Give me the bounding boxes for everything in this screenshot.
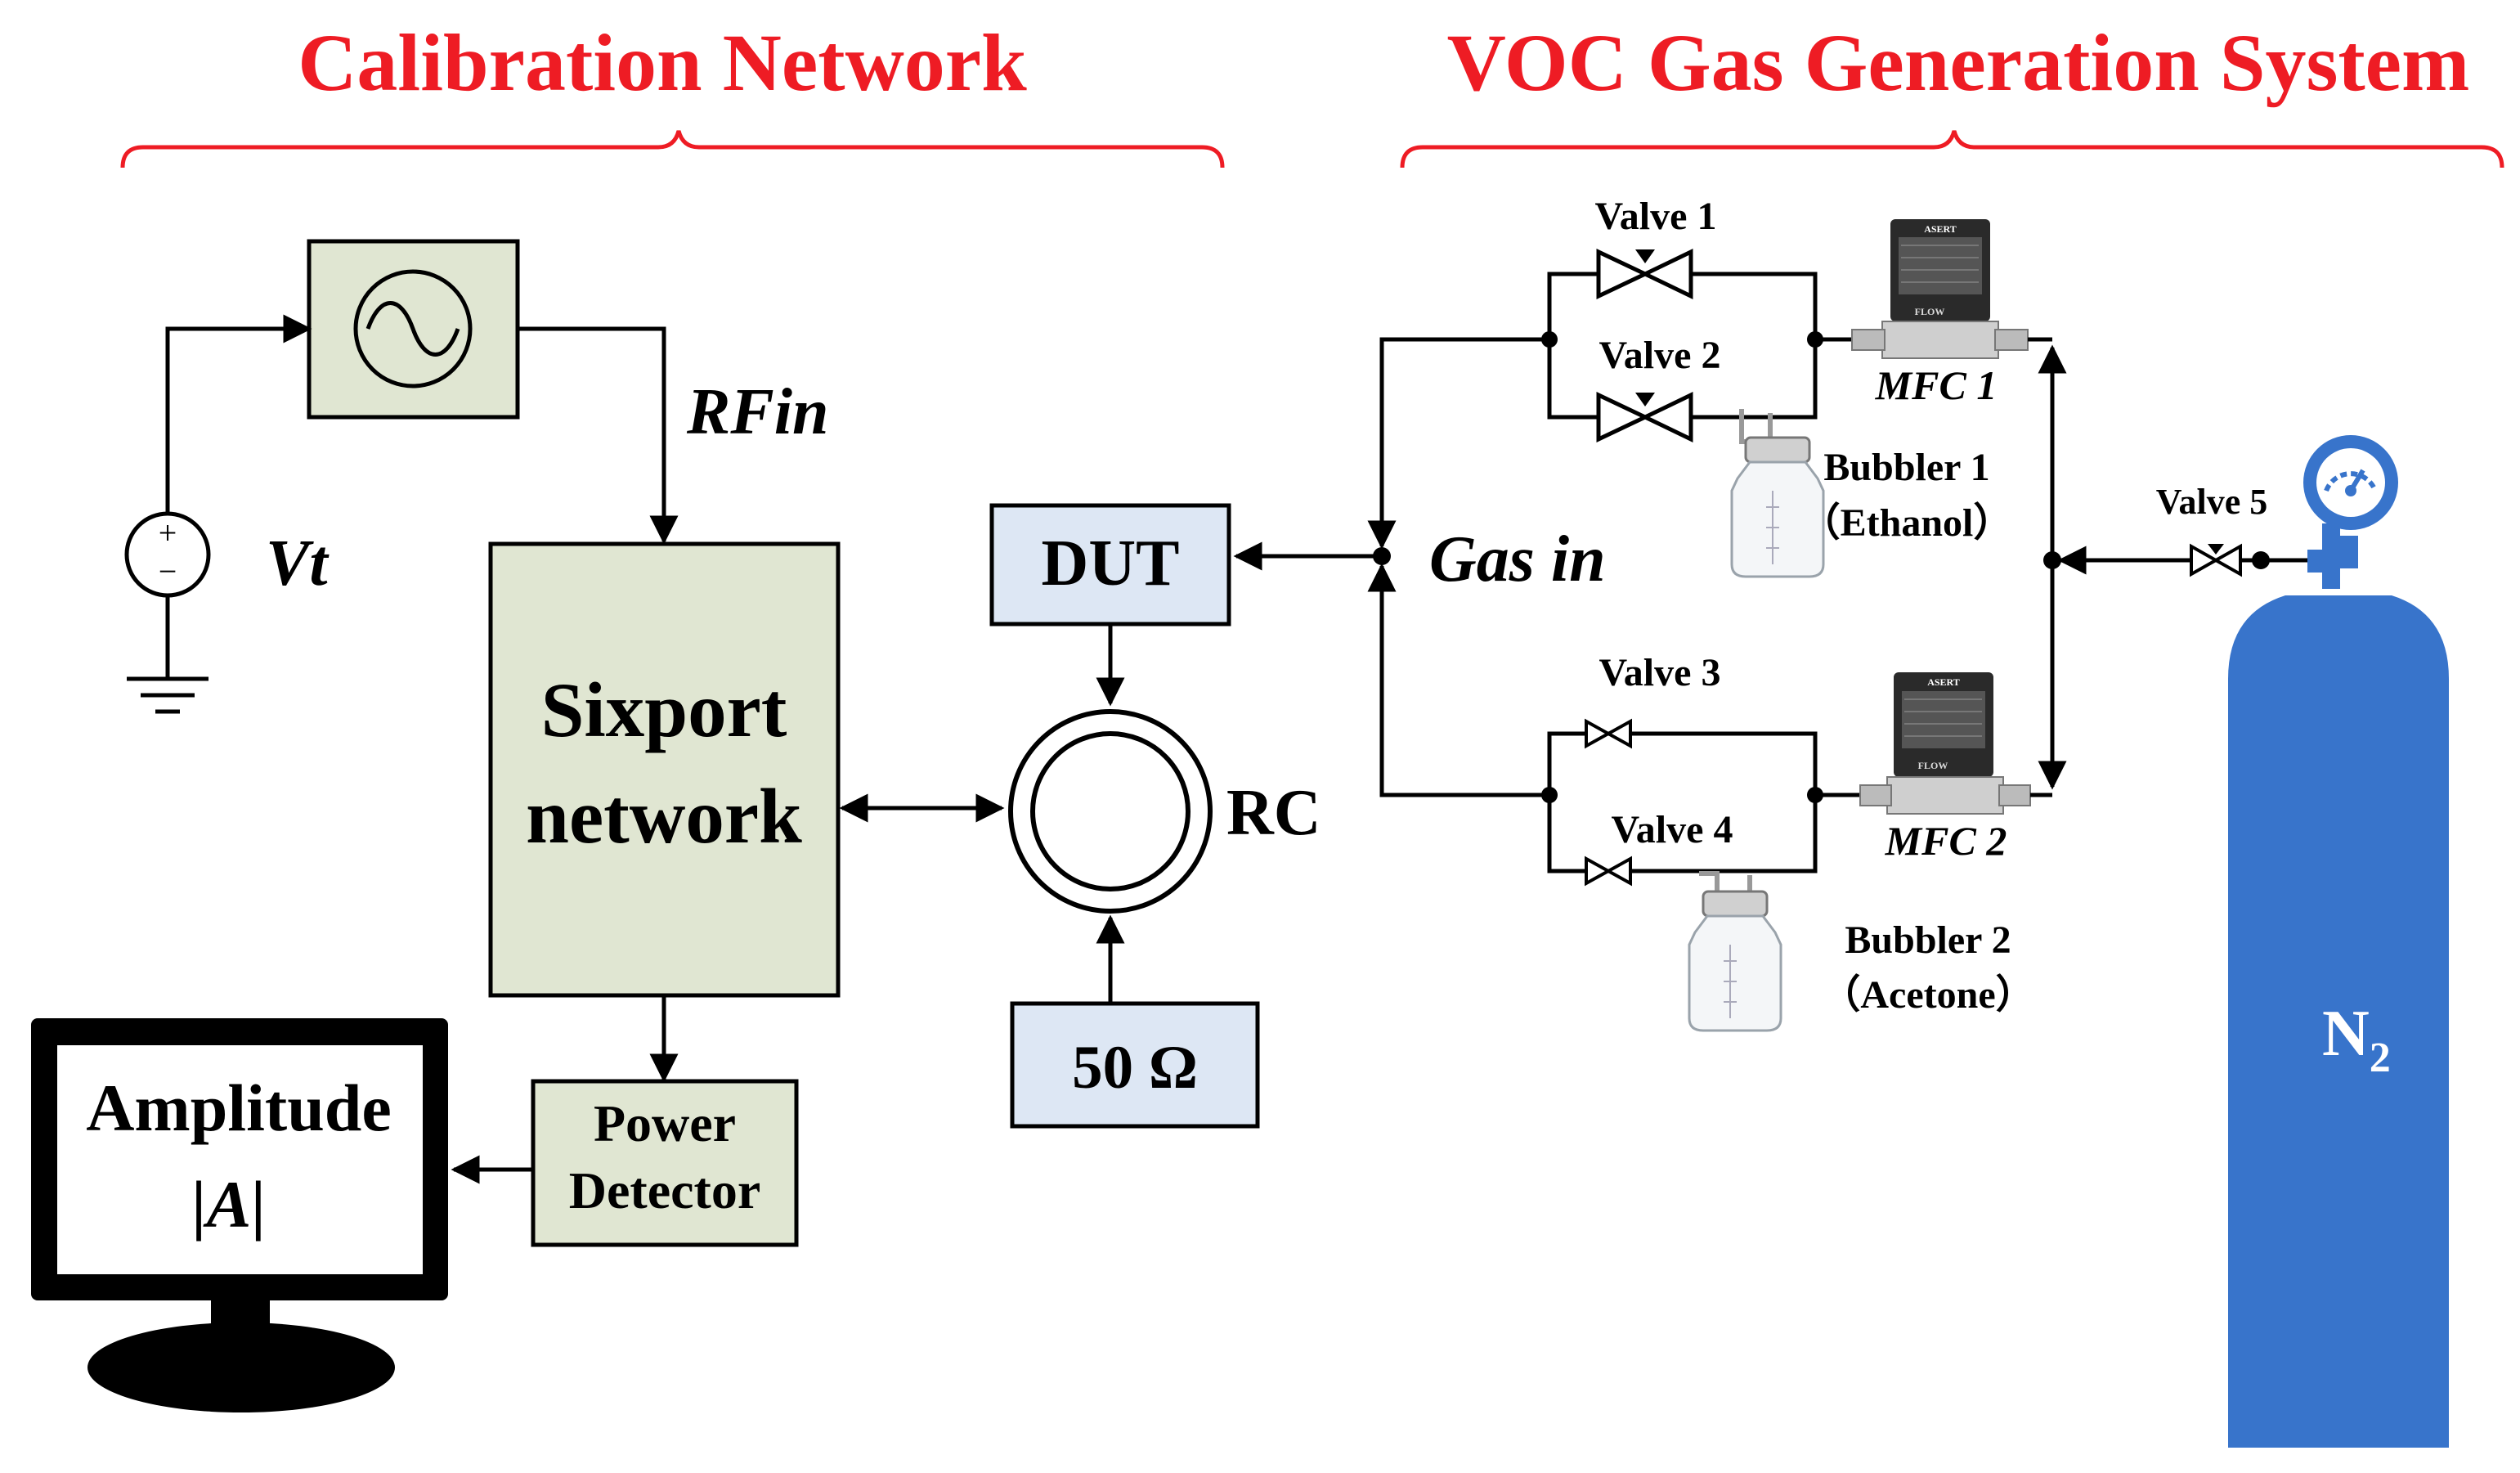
bubbler2-label: Bubbler 2 bbox=[1845, 918, 2011, 962]
bubbler1-liquid: （Ethanol） bbox=[1801, 501, 2013, 545]
mfc1-flow: FLOW bbox=[1915, 306, 1945, 317]
sixport-network-box bbox=[488, 541, 841, 998]
sine-source-icon bbox=[353, 269, 473, 388]
bubbler2-icon bbox=[1688, 871, 1782, 1032]
gas-junction-dot bbox=[1373, 547, 1391, 565]
valve3-icon bbox=[1585, 718, 1632, 749]
upper-gas-line bbox=[1367, 337, 1549, 550]
vt-label: Vt bbox=[266, 528, 330, 600]
rfin-label: RFin bbox=[686, 376, 828, 448]
bubbler1-label: Bubbler 1 bbox=[1823, 446, 1989, 489]
rc-label: RC bbox=[1226, 777, 1321, 849]
valve5-label: Valve 5 bbox=[2156, 482, 2268, 522]
valve4-label: Valve 4 bbox=[1612, 808, 1733, 851]
valve1-label: Valve 1 bbox=[1595, 195, 1717, 238]
n2-symbol: N bbox=[2322, 998, 2370, 1070]
power-label: Power bbox=[594, 1094, 736, 1152]
gas-in-label: Gas in bbox=[1429, 523, 1606, 595]
amplitude-value: |A| bbox=[192, 1167, 267, 1242]
monitor-screen bbox=[57, 1045, 423, 1274]
rc-inner-ring bbox=[1030, 731, 1190, 891]
source-minus: − bbox=[159, 553, 177, 590]
calibration-network-title: Calibration Network bbox=[298, 17, 1027, 108]
n2-label: N2 bbox=[2322, 998, 2391, 1081]
n2-cylinder bbox=[2228, 523, 2449, 1448]
vt-to-generator-wire bbox=[165, 314, 312, 514]
voc-system-title: VOC Gas Generation System bbox=[1447, 17, 2470, 108]
load-box bbox=[1010, 1001, 1260, 1129]
rc-outer-ring bbox=[1008, 709, 1213, 914]
dut-label: DUT bbox=[1042, 528, 1180, 600]
lower-gas-line bbox=[1367, 563, 1549, 797]
valve5-dot bbox=[2252, 551, 2270, 569]
power-detector-box bbox=[531, 1079, 799, 1247]
mfc2-icon: ASERT FLOW bbox=[1859, 672, 2031, 815]
calibration-brace bbox=[120, 130, 1225, 168]
load-label: 50 Ω bbox=[1072, 1034, 1198, 1102]
mfc1-brand: ASERT bbox=[1924, 223, 1957, 235]
source-plus: + bbox=[159, 514, 177, 551]
valve2-label: Valve 2 bbox=[1599, 334, 1721, 377]
valve1-icon bbox=[1596, 249, 1693, 299]
dut-box bbox=[989, 503, 1231, 626]
mfc2-brand: ASERT bbox=[1927, 676, 1960, 688]
valve3-label: Valve 3 bbox=[1599, 651, 1721, 694]
sixport-label: Sixport bbox=[541, 667, 787, 753]
network-label: network bbox=[526, 773, 802, 860]
valve3-line bbox=[1547, 731, 1818, 795]
voc-brace bbox=[1400, 130, 2504, 168]
ground-icon bbox=[127, 676, 209, 714]
rfin-wire bbox=[518, 326, 679, 545]
mfc1-label: MFC 1 bbox=[1875, 362, 1998, 408]
mfc2-flow: FLOW bbox=[1918, 760, 1948, 771]
amplitude-label: Amplitude bbox=[86, 1071, 392, 1145]
monitor-stand bbox=[87, 1323, 395, 1412]
pressure-gauge-icon bbox=[2303, 435, 2398, 530]
detector-label: Detector bbox=[569, 1161, 760, 1219]
valve2-icon bbox=[1596, 392, 1693, 442]
mfc2-label: MFC 2 bbox=[1885, 818, 2007, 864]
valve4-icon bbox=[1585, 856, 1632, 887]
n2-subscript: 2 bbox=[2370, 1035, 2391, 1081]
bubbler2-liquid: （Acetone） bbox=[1821, 973, 2034, 1017]
manifold-dot bbox=[2043, 551, 2061, 569]
bubbler1-icon bbox=[1730, 409, 1825, 578]
valve5-icon bbox=[2190, 543, 2242, 577]
valve4-line bbox=[1547, 795, 1818, 873]
sine-wave-icon bbox=[365, 301, 460, 357]
mfc1-icon: ASERT FLOW bbox=[1851, 219, 2029, 359]
